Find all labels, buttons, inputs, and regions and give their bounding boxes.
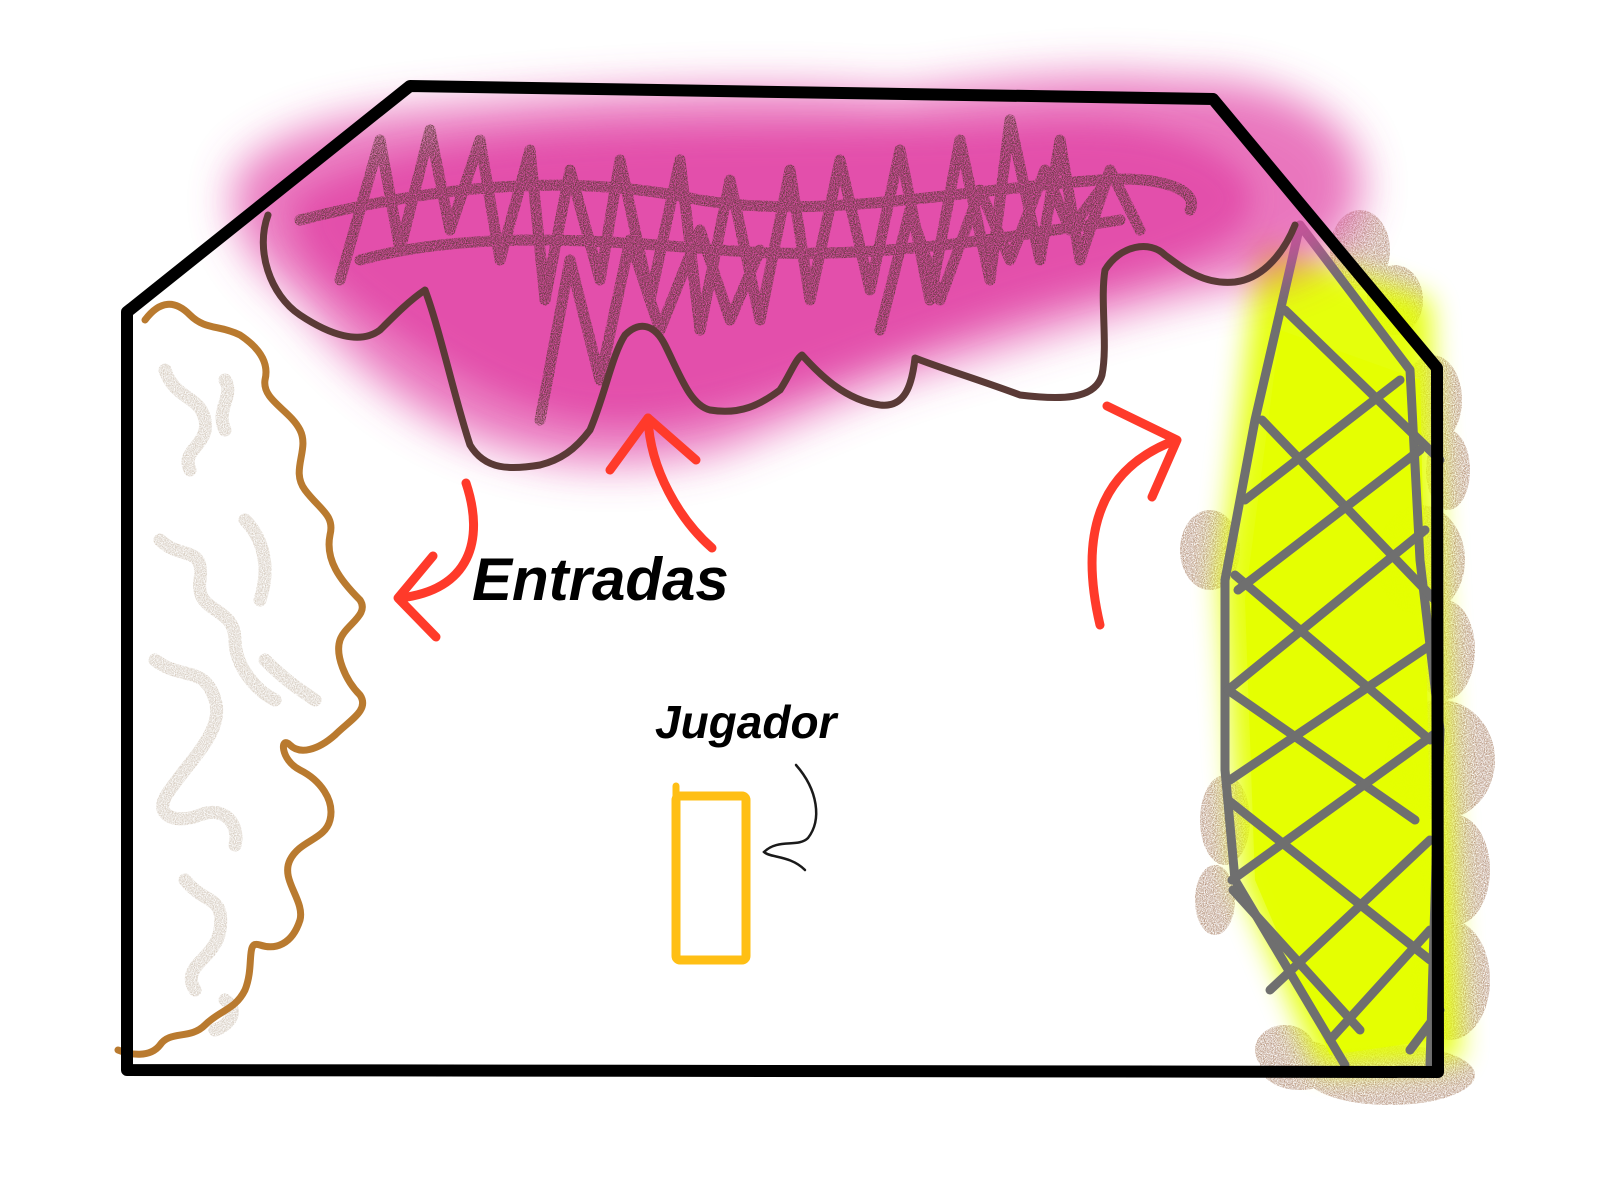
player-marker-icon — [671, 791, 751, 965]
foliage-scribble-stroke — [334, 114, 1146, 336]
left-wall-texture-stroke — [208, 993, 239, 1037]
left-wall-texture-stroke — [215, 373, 235, 437]
foliage-scribble-stroke — [294, 173, 1197, 226]
entrance-arrow-left — [393, 478, 478, 642]
left-wall-texture-stroke — [153, 533, 282, 707]
entrance-arrows — [393, 401, 1182, 642]
left-wall-texture-stroke — [178, 873, 228, 997]
player-pointer-line — [762, 763, 818, 872]
left-wall-texture-stroke — [258, 653, 322, 707]
left-wall-texture-stroke — [238, 513, 272, 607]
entrance-arrow-center — [605, 413, 717, 553]
player-label: Jugador — [655, 696, 839, 748]
entrances-label: Entradas — [472, 546, 729, 613]
foliage-scribble-stroke — [534, 224, 766, 426]
entrance-arrow-right — [1087, 401, 1182, 630]
rock-blob — [1255, 1025, 1315, 1075]
left-wall — [114, 300, 366, 1058]
left-wall-texture-stroke — [148, 653, 243, 852]
rock-blob — [1195, 865, 1235, 935]
top-foliage — [233, 75, 1362, 472]
room-outline — [121, 80, 1444, 1078]
foliage-scribble-stroke — [874, 164, 1106, 336]
left-wall-texture-stroke — [158, 363, 212, 477]
